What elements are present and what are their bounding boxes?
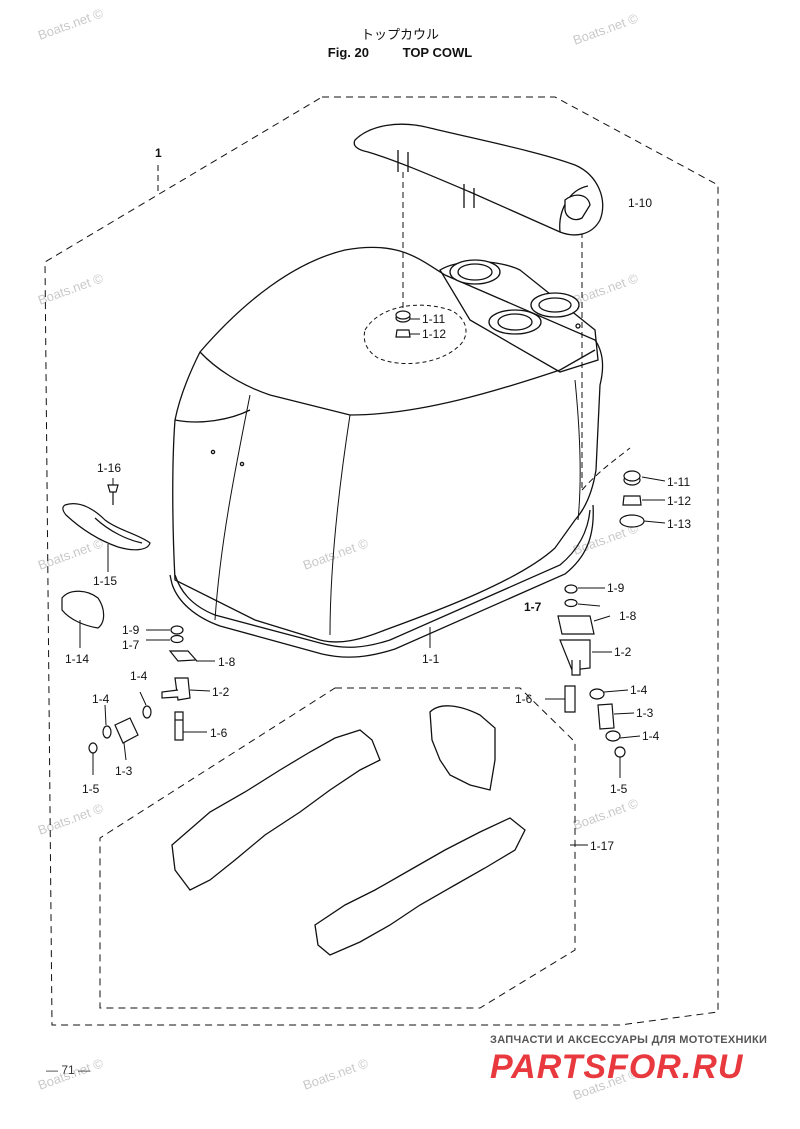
bottom-seal — [169, 504, 594, 658]
watermark-text: Boats.net © — [36, 270, 106, 308]
watermark-text: Boats.net © — [571, 270, 641, 308]
right-hardware — [557, 584, 626, 758]
callout-1-12-right: 1-12 — [667, 494, 691, 508]
assembly-boundary — [44, 96, 719, 1026]
handle-housings — [439, 259, 599, 373]
brand-subtitle: ЗАПЧАСТИ И АКСЕССУАРЫ ДЛЯ МОТОТЕХНИКИ — [490, 1034, 768, 1046]
callout-1-4-left-b: 1-4 — [92, 692, 110, 706]
callout-1-10: 1-10 — [628, 196, 652, 210]
watermark-text: Boats.net © — [301, 535, 371, 573]
figure-number: Fig. 20 — [327, 45, 369, 60]
figure-title: Fig. 20 TOP COWL — [0, 45, 800, 60]
callout-1-13: 1-13 — [667, 517, 691, 531]
callout-1-2-left: 1-2 — [212, 685, 230, 699]
side-fasteners — [619, 470, 645, 528]
top-fasteners — [395, 310, 411, 338]
callout-1-4-right-b: 1-4 — [642, 729, 660, 743]
callout-1-3-left: 1-3 — [115, 764, 133, 778]
callout-1-9-right: 1-9 — [607, 581, 625, 595]
figure-title-japanese: トップカウル — [360, 28, 439, 43]
watermark-text: Boats.net © — [36, 800, 106, 838]
callout-1-5-right: 1-5 — [610, 782, 628, 796]
callout-1-8-right: 1-8 — [619, 609, 637, 623]
callout-1-4-left-a: 1-4 — [130, 669, 148, 683]
callout-1-11-right: 1-11 — [667, 475, 690, 489]
callout-1-4-right-a: 1-4 — [630, 683, 648, 697]
callout-1-6-left: 1-6 — [210, 726, 228, 740]
watermark-text: Boats.net © — [36, 535, 106, 573]
callout-1-3-right: 1-3 — [636, 706, 654, 720]
brand-logo: PARTSFOR.RU — [490, 1048, 744, 1086]
watermark-text: Boats.net © — [571, 795, 641, 833]
page-number: — 71 — — [46, 1063, 91, 1077]
callout-1-15: 1-15 — [93, 574, 117, 588]
sound-pad-boundary — [99, 687, 576, 1009]
callout-1-8-left: 1-8 — [218, 655, 236, 669]
callout-labels: 1 1-10 1-11 1-12 1-11 1-12 1-13 1-1 1-9 … — [65, 146, 691, 853]
side-plug — [61, 590, 105, 629]
watermark-text: Boats.net © — [301, 1055, 371, 1093]
callout-1-12-top: 1-12 — [422, 327, 446, 341]
callout-1-17: 1-17 — [590, 839, 614, 853]
left-hardware — [88, 625, 198, 754]
callout-1: 1 — [155, 146, 162, 160]
callout-1-5-left: 1-5 — [82, 782, 100, 796]
callout-1-7-left: 1-7 — [122, 638, 140, 652]
side-grip — [62, 484, 151, 551]
callout-1-9-left: 1-9 — [122, 623, 140, 637]
top-cowl — [172, 246, 604, 643]
watermark-text: Boats.net © — [36, 5, 106, 43]
leader-lines — [79, 318, 666, 846]
callout-1-16: 1-16 — [97, 461, 121, 475]
alignment-lines — [157, 165, 631, 491]
callout-1-11-top: 1-11 — [422, 312, 445, 326]
callout-1-6-right: 1-6 — [515, 692, 533, 706]
callout-1-1: 1-1 — [422, 652, 440, 666]
callout-1-7-right: 1-7 — [524, 600, 542, 614]
figure-title-english: TOP COWL — [402, 45, 473, 60]
callout-1-14: 1-14 — [65, 652, 89, 666]
watermark-text: Boats.net © — [571, 10, 641, 48]
top-cover — [353, 123, 604, 236]
callout-1-2-right: 1-2 — [614, 645, 632, 659]
sound-pads — [171, 705, 526, 956]
